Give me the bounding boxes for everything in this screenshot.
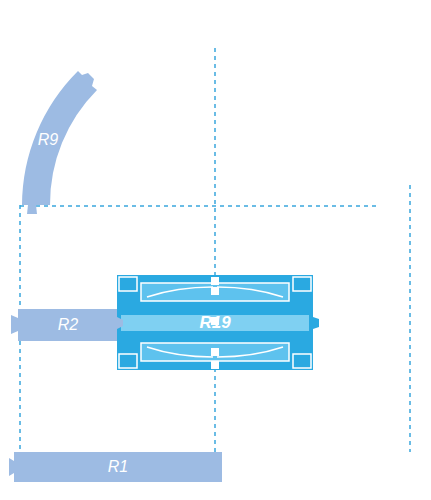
bridge-post bbox=[211, 348, 219, 356]
bridge-cable bbox=[147, 287, 283, 297]
bridge-post bbox=[211, 277, 219, 285]
bridge-post bbox=[211, 287, 219, 295]
bridge-rail bbox=[141, 343, 289, 361]
part-label: R2 bbox=[58, 317, 78, 333]
bridge-deck bbox=[121, 315, 309, 331]
part-label: R9 bbox=[38, 132, 58, 148]
bridge-pier bbox=[119, 354, 137, 368]
bridge-peg bbox=[313, 317, 319, 329]
bridge-pier bbox=[293, 354, 311, 368]
bridge-body bbox=[117, 275, 313, 370]
curved-track-shape bbox=[18, 68, 104, 218]
bridge-rail bbox=[141, 283, 289, 301]
bridge-cable bbox=[147, 347, 283, 357]
straight-track: R1 bbox=[14, 452, 222, 482]
bridge-pier bbox=[119, 277, 137, 291]
part-label: R19 bbox=[199, 314, 230, 331]
bridge-joint bbox=[117, 317, 123, 329]
part-label: R1 bbox=[108, 459, 128, 475]
straight-track: R2 bbox=[18, 309, 118, 341]
curved-track: R9 bbox=[18, 68, 104, 218]
grid-lines bbox=[20, 48, 410, 452]
curved-track-body bbox=[22, 71, 97, 205]
bridge-track: R19 bbox=[117, 275, 313, 370]
bridge-post bbox=[211, 361, 219, 369]
bridge-pier bbox=[293, 277, 311, 291]
